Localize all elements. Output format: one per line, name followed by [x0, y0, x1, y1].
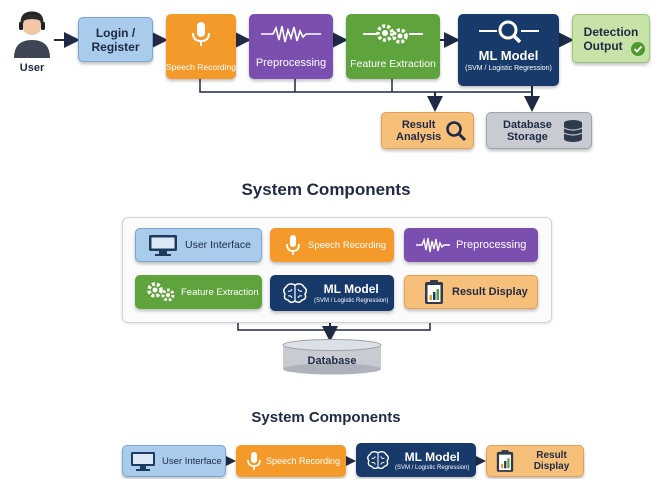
output-label: Output [583, 38, 623, 53]
result-label: Result [401, 118, 436, 131]
c1-ml-model-label: ML Model [323, 282, 379, 296]
brain-icon [282, 282, 308, 304]
c1-database-label: Database [307, 355, 357, 367]
c1-user-interface-label: User Interface [185, 239, 251, 251]
c2-user-interface-box: User Interface [122, 445, 226, 477]
c1-database: Database [282, 339, 382, 375]
login-register-box: Login / Register [78, 17, 153, 62]
search-icon [445, 120, 467, 142]
magnifier-icon [478, 18, 539, 46]
c2-result-display-box: Result Display [486, 445, 584, 477]
components-title-2: System Components [251, 409, 401, 426]
detection-output-box: Detection Output [572, 14, 650, 63]
check-icon [631, 42, 645, 56]
c1-feature-extraction-box: Feature Extraction [135, 275, 262, 309]
c1-preprocessing-label: Preprocessing [456, 239, 527, 251]
register-label: Register [91, 39, 140, 54]
c1-speech-recording-label: Speech Recording [308, 239, 387, 251]
components-title-1: System Components [241, 180, 411, 199]
feature-extraction-label: Feature Extraction [350, 58, 436, 70]
monitor-icon [130, 451, 156, 471]
monitor-icon [148, 234, 178, 256]
database-label: Database [503, 118, 552, 131]
microphone-icon [189, 20, 213, 48]
database-icon [563, 119, 583, 143]
c1-feature-extraction-label: Feature Extraction [181, 286, 259, 298]
speech-recording-label: Speech Recording [166, 62, 236, 72]
storage-label: Storage [506, 130, 548, 143]
c2-ml-model-box: ML Model (SVM / Logistic Regression) [356, 443, 476, 477]
c2-user-interface-label: User Interface [162, 455, 222, 467]
brain-icon [366, 450, 390, 470]
ml-model-subtitle: (SVM / Logistic Regression) [465, 65, 552, 72]
database-cylinder-icon [282, 339, 382, 375]
c2-result-display-label: Result Display [533, 450, 570, 472]
speech-recording-box: Speech Recording [166, 14, 236, 79]
c2-ml-model-subtitle: (SVM / Logistic Regression) [395, 464, 470, 471]
gears-icon [363, 20, 423, 48]
c1-ml-model-box: ML Model (SVM / Logistic Regression) [270, 275, 394, 311]
user-headset-icon [10, 8, 54, 60]
result-analysis-box: Result Analysis [381, 112, 474, 149]
waveform-icon [416, 237, 450, 253]
preprocessing-box: Preprocessing [249, 14, 333, 79]
c2-ml-model-label: ML Model [404, 449, 460, 464]
c1-speech-recording-box: Speech Recording [270, 228, 394, 262]
clipboard-chart-icon [423, 279, 445, 305]
analysis-label: Analysis [396, 130, 442, 143]
user-label: User [19, 62, 45, 74]
c1-user-interface-box: User Interface [135, 228, 262, 262]
ml-model-box: ML Model (SVM / Logistic Regression) [458, 14, 559, 86]
microphone-icon [284, 233, 302, 257]
preprocessing-label: Preprocessing [255, 57, 327, 69]
gears-icon [143, 280, 177, 304]
c1-result-display-label: Result Display [452, 286, 528, 298]
clipboard-chart-icon [495, 449, 515, 473]
ml-model-label: ML Model [478, 48, 539, 63]
c1-ml-model-subtitle: (SVM / Logistic Regression) [314, 298, 389, 304]
microphone-icon [246, 450, 262, 472]
c1-preprocessing-box: Preprocessing [404, 228, 538, 262]
detection-label: Detection [583, 24, 639, 39]
c2-speech-recording-box: Speech Recording [236, 445, 346, 477]
login-label: Login / [95, 25, 136, 40]
database-storage-box: Database Storage [486, 112, 592, 149]
waveform-icon [261, 24, 321, 44]
feature-extraction-box: Feature Extraction [346, 14, 440, 79]
c2-speech-recording-label: Speech Recording [266, 456, 341, 466]
c1-result-display-box: Result Display [404, 275, 538, 309]
